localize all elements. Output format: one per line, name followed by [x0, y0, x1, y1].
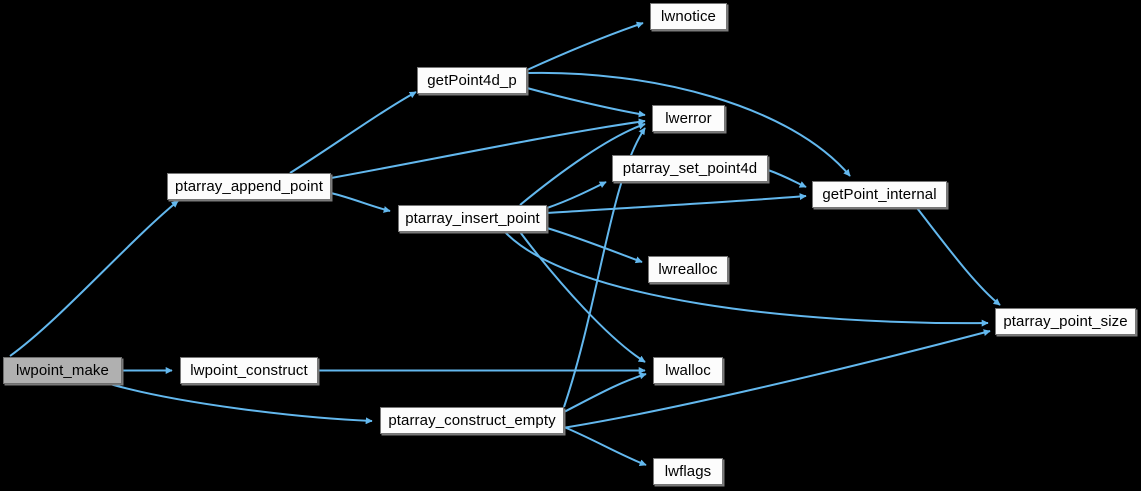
node-label: lwrealloc	[658, 261, 718, 278]
edge-ptarray_insert_point-to-lwalloc	[519, 231, 646, 363]
edge-getPoint_internal-to-ptarray_point_size	[916, 207, 1001, 306]
edge-ptarray_construct_empty-to-lwerror	[563, 127, 646, 408]
node-lwpoint_make[interactable]: lwpoint_make	[3, 357, 122, 384]
node-label: lwnotice	[661, 8, 716, 25]
node-label: ptarray_append_point	[175, 178, 323, 195]
node-ptarray_point_size[interactable]: ptarray_point_size	[995, 308, 1136, 335]
edge-getPoint4d_p-to-lwnotice	[526, 21, 644, 71]
node-label: getPoint4d_p	[427, 72, 517, 89]
node-lwpoint_construct[interactable]: lwpoint_construct	[180, 357, 318, 384]
node-getPoint4d_p[interactable]: getPoint4d_p	[417, 67, 527, 94]
edge-lwpoint_make-to-ptarray_construct_empty	[109, 383, 373, 425]
edge-ptarray_set_point4d-to-getPoint_internal	[767, 169, 807, 188]
node-lwalloc[interactable]: lwalloc	[653, 357, 723, 384]
node-label: ptarray_insert_point	[405, 210, 540, 227]
node-ptarray_insert_point[interactable]: ptarray_insert_point	[398, 205, 547, 232]
node-label: ptarray_set_point4d	[622, 160, 758, 177]
edge-ptarray_insert_point-to-ptarray_set_point4d	[546, 181, 607, 209]
edge-ptarray_append_point-to-lwerror	[330, 118, 646, 179]
edge-ptarray_append_point-to-getPoint4d_p	[289, 91, 417, 174]
node-getPoint_internal[interactable]: getPoint_internal	[812, 181, 947, 208]
node-label: lwalloc	[665, 362, 711, 379]
node-ptarray_construct_empty[interactable]: ptarray_construct_empty	[380, 407, 564, 434]
edge-ptarray_construct_empty-to-ptarray_point_size	[519, 329, 991, 435]
node-label: ptarray_construct_empty	[388, 412, 556, 429]
edge-ptarray_append_point-to-ptarray_insert_point	[330, 192, 391, 213]
node-ptarray_append_point[interactable]: ptarray_append_point	[167, 173, 331, 200]
edge-ptarray_insert_point-to-getPoint_internal	[546, 193, 807, 214]
node-lwerror[interactable]: lwerror	[652, 105, 725, 132]
node-label: lwpoint_construct	[190, 362, 308, 379]
node-ptarray_set_point4d[interactable]: ptarray_set_point4d	[612, 155, 768, 182]
edge-getPoint4d_p-to-lwerror	[526, 87, 646, 118]
edge-ptarray_insert_point-to-lwerror	[519, 122, 646, 206]
edge-ptarray_insert_point-to-ptarray_point_size	[504, 231, 989, 327]
edge-getPoint4d_p-to-getPoint_internal	[526, 71, 851, 177]
node-lwnotice[interactable]: lwnotice	[650, 3, 727, 30]
edge-ptarray_construct_empty-to-lwalloc	[563, 372, 647, 413]
node-lwflags[interactable]: lwflags	[653, 458, 723, 485]
node-label: lwerror	[665, 110, 712, 127]
node-label: lwpoint_make	[16, 362, 109, 379]
node-label: lwflags	[664, 463, 712, 480]
node-label: getPoint_internal	[822, 186, 937, 203]
edge-ptarray_insert_point-to-lwrealloc	[546, 227, 643, 264]
node-lwrealloc[interactable]: lwrealloc	[648, 256, 728, 283]
node-label: ptarray_point_size	[1003, 313, 1128, 330]
edge-ptarray_construct_empty-to-lwflags	[563, 426, 647, 467]
edge-lwpoint_make-to-ptarray_append_point	[9, 200, 179, 357]
